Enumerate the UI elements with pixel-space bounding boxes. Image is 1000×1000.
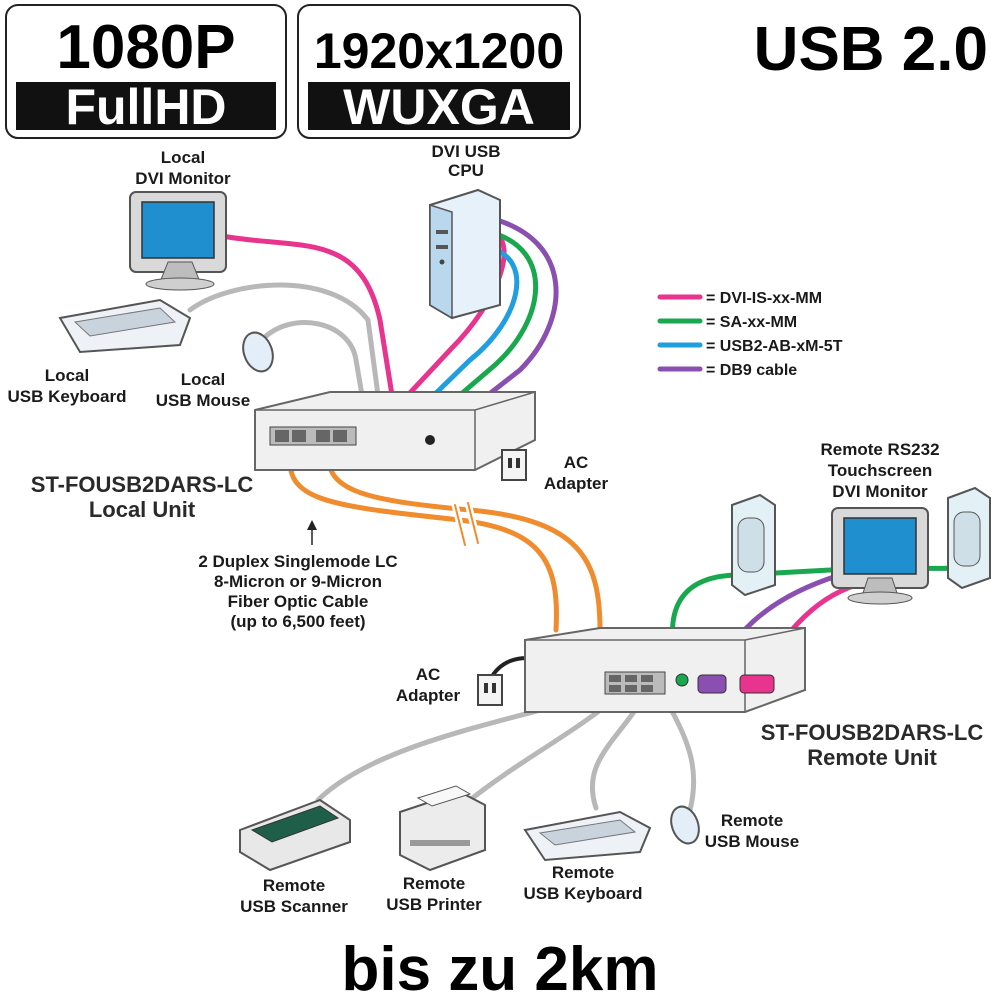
label-remote-keyboard-line-1: Remote bbox=[552, 863, 614, 882]
label-remote-monitor-line-3: DVI Monitor bbox=[832, 482, 928, 501]
badge-wuxga-top: 1920x1200 bbox=[314, 23, 564, 79]
legend-label-dvi: = DVI-IS-xx-MM bbox=[706, 290, 822, 307]
label-ac-remote-line-2: Adapter bbox=[396, 686, 461, 705]
label-remote-printer-line-1: Remote bbox=[403, 874, 465, 893]
label-local-monitor-line-2: DVI Monitor bbox=[135, 169, 231, 188]
remote-unit bbox=[524, 627, 806, 713]
label-local-mouse-line-1: Local bbox=[181, 370, 225, 389]
remote-keyboard-icon bbox=[523, 810, 652, 862]
remote-scanner-icon bbox=[239, 798, 351, 872]
remote-printer-icon bbox=[399, 785, 486, 872]
label-remote-unit-line-1: ST-FOUSB2DARS-LC bbox=[761, 720, 984, 745]
label-remote-scanner-line-1: Remote bbox=[263, 876, 325, 895]
ac-adapter-remote-icon bbox=[477, 674, 503, 706]
label-fiber-line-3: Fiber Optic Cable bbox=[228, 592, 369, 611]
badge-wuxga-bottom: WUXGA bbox=[343, 79, 535, 135]
distance-footer: bis zu 2km bbox=[342, 935, 659, 1000]
label-local-mouse-line-2: USB Mouse bbox=[156, 391, 250, 410]
badge-fullhd: 1080P FullHD bbox=[5, 4, 287, 139]
label-remote-keyboard-line-2: USB Keyboard bbox=[523, 884, 642, 903]
legend: = DVI-IS-xx-MM = SA-xx-MM = USB2-AB-xM-5T =… bbox=[657, 290, 843, 379]
label-remote-unit-line-2: Remote Unit bbox=[807, 745, 937, 770]
usb-version-badge: USB 2.0 bbox=[754, 15, 988, 84]
cable-local-mouse-usb bbox=[259, 320, 365, 398]
remote-mouse-icon bbox=[670, 805, 700, 845]
badge-wuxga: 1920x1200 WUXGA bbox=[297, 4, 581, 139]
label-remote-mouse-line-2: USB Mouse bbox=[705, 832, 799, 851]
label-fiber-line-4: (up to 6,500 feet) bbox=[230, 612, 365, 631]
cable-cpu-usb bbox=[431, 245, 520, 398]
badge-fullhd-bottom: FullHD bbox=[65, 79, 226, 135]
remote-monitor-icon bbox=[831, 507, 929, 605]
legend-label-usb: = USB2-AB-xM-5T bbox=[706, 338, 843, 355]
legend-label-sa: = SA-xx-MM bbox=[706, 314, 797, 331]
label-local-keyboard-line-1: Local bbox=[45, 366, 89, 385]
label-remote-mouse-line-1: Remote bbox=[721, 811, 783, 830]
legend-label-db9: = DB9 cable bbox=[706, 362, 797, 379]
speaker-left-icon bbox=[731, 493, 776, 597]
cpu-icon bbox=[429, 188, 501, 320]
ac-adapter-local-icon bbox=[501, 449, 527, 481]
local-mouse-icon bbox=[242, 331, 274, 373]
label-local-unit-line-2: Local Unit bbox=[89, 497, 196, 522]
label-remote-monitor-line-2: Touchscreen bbox=[828, 461, 933, 480]
label-ac-local-line-1: AC bbox=[564, 453, 589, 472]
label-remote-printer-line-2: USB Printer bbox=[386, 895, 482, 914]
label-fiber-line-1: 2 Duplex Singlemode LC bbox=[198, 552, 397, 571]
cable-cpu-db9 bbox=[485, 215, 559, 398]
local-unit bbox=[254, 391, 536, 471]
label-cpu-line-1: DVI USB bbox=[432, 142, 501, 161]
label-remote-scanner-line-2: USB Scanner bbox=[240, 897, 348, 916]
label-ac-remote-line-1: AC bbox=[416, 665, 441, 684]
label-fiber-line-2: 8-Micron or 9-Micron bbox=[214, 572, 382, 591]
label-remote-monitor-line-1: Remote RS232 bbox=[820, 440, 939, 459]
label-local-monitor-line-1: Local bbox=[161, 148, 205, 167]
speaker-right-icon bbox=[947, 486, 991, 590]
local-monitor-icon bbox=[129, 191, 227, 291]
cable-local-keyboard-usb bbox=[187, 282, 381, 398]
label-local-unit-line-1: ST-FOUSB2DARS-LC bbox=[31, 472, 254, 497]
fiber-arrow-icon bbox=[307, 520, 317, 545]
label-cpu-line-2: CPU bbox=[448, 161, 484, 180]
local-keyboard-icon bbox=[58, 298, 192, 354]
cable-local-monitor-dvi bbox=[219, 233, 395, 398]
cable-cpu-sa bbox=[457, 229, 539, 398]
label-local-keyboard-line-2: USB Keyboard bbox=[7, 387, 126, 406]
label-ac-local-line-2: Adapter bbox=[544, 474, 609, 493]
badge-fullhd-top: 1080P bbox=[56, 13, 235, 82]
